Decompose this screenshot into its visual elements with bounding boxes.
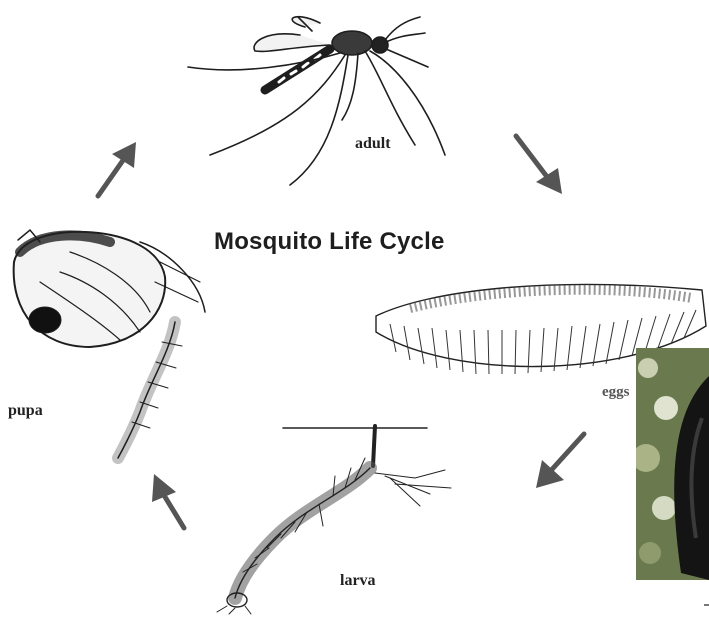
arrow-larva-to-pupa: [146, 470, 194, 536]
arrow-adult-to-eggs: [508, 130, 570, 198]
diagram-title: Mosquito Life Cycle: [214, 228, 445, 256]
pupa-illustration: [0, 222, 215, 462]
arrow-pupa-to-adult: [90, 138, 144, 204]
adult-mosquito-illustration: [180, 5, 450, 190]
edge-mark: [704, 604, 709, 606]
larva-illustration: [215, 418, 460, 614]
arrow-eggs-to-larva: [528, 428, 592, 494]
egg-raft-photo: [636, 348, 709, 580]
larva-label: larva: [340, 572, 376, 590]
adult-label: adult: [355, 135, 391, 153]
pupa-label: pupa: [8, 402, 43, 420]
eggs-label: eggs: [602, 384, 630, 401]
